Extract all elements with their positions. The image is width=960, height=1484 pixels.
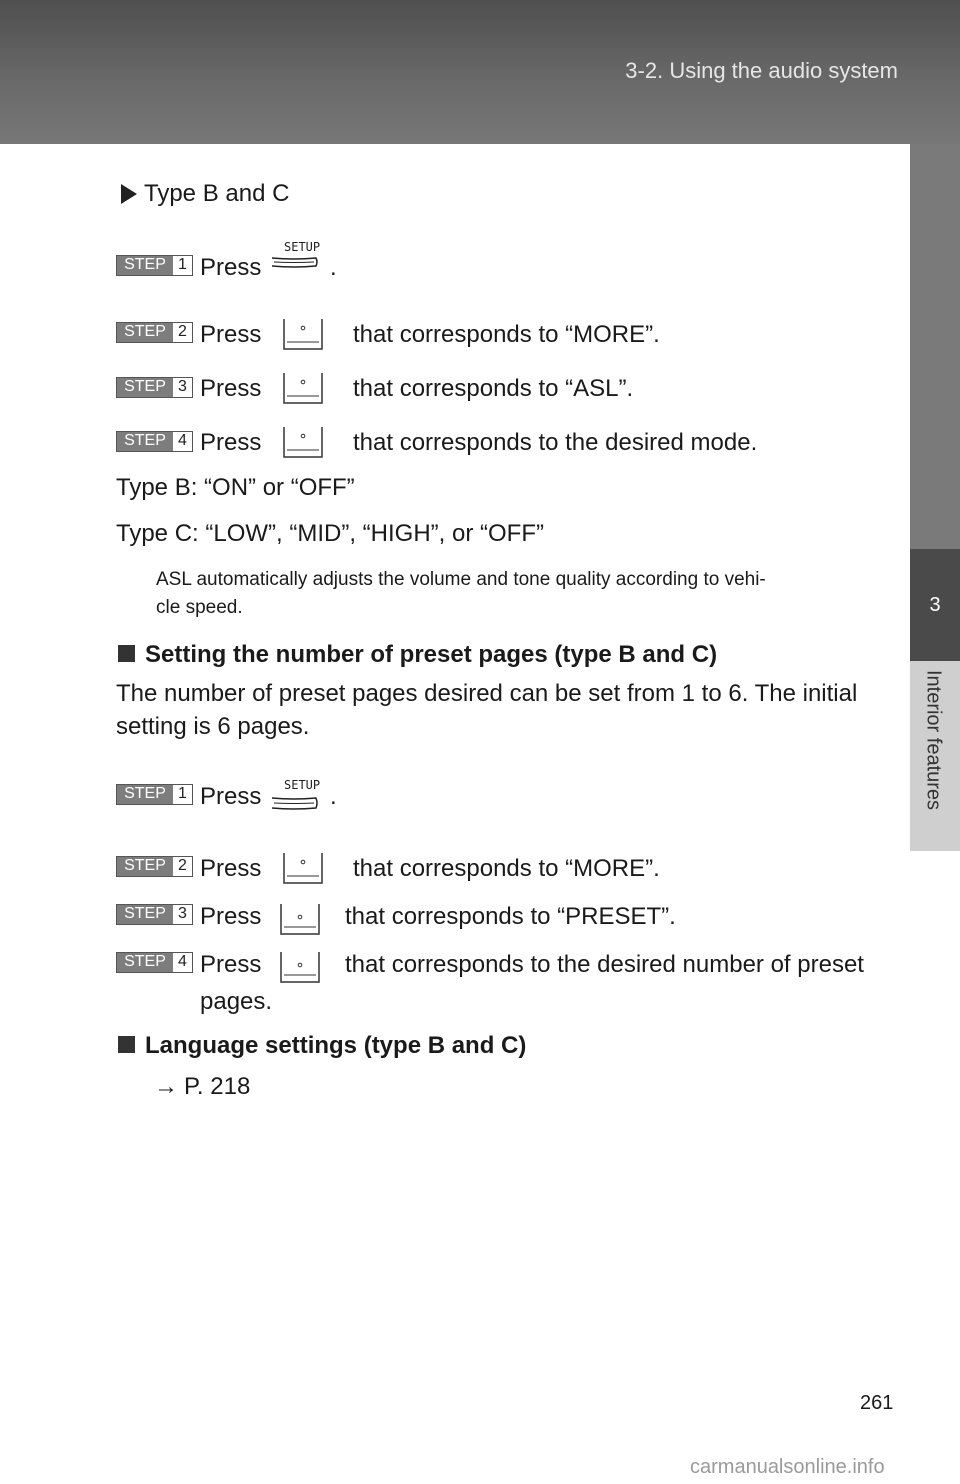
setup-button-label: SETUP (284, 240, 320, 254)
type-b-options: Type B: “ON” or “OFF” (116, 474, 355, 501)
step-text-end: . (330, 254, 337, 281)
preset-paragraph-line1: The number of preset pages desired can b… (116, 680, 858, 707)
step-text: Press (200, 254, 262, 281)
step-text: Press (200, 951, 262, 978)
type-c-options: Type C: “LOW”, “MID”, “HIGH”, or “OFF” (116, 520, 544, 547)
step-text-end: that corresponds to “PRESET”. (345, 903, 676, 930)
step-text: Press (200, 429, 262, 456)
setup-button-icon: SETUP (271, 778, 320, 810)
step-label: STEP (117, 785, 173, 804)
side-tab-label-area (910, 661, 960, 851)
step-text-end: that corresponds to the desired number o… (345, 951, 864, 978)
step-label: STEP (117, 432, 173, 451)
step-label: STEP (117, 256, 173, 275)
function-button-icon (280, 952, 320, 983)
step-number: 4 (173, 432, 192, 451)
page-header: 3-2. Using the audio system (0, 0, 960, 144)
step-label: STEP (117, 323, 173, 342)
step-label: STEP (117, 905, 173, 924)
step-number: 3 (173, 905, 192, 924)
function-button-icon (283, 373, 323, 404)
square-bullet-icon (118, 645, 135, 662)
function-button-icon (283, 319, 323, 350)
step-number: 4 (173, 953, 192, 972)
chapter-side-tab: 3 (910, 144, 960, 1484)
chapter-label: Interior features (922, 669, 945, 811)
function-button-icon (283, 853, 323, 884)
function-button-icon (280, 904, 320, 935)
step-number: 2 (173, 857, 192, 876)
step-text: Press (200, 783, 262, 810)
preset-paragraph-line2: setting is 6 pages. (116, 713, 310, 740)
asl-note-line1: ASL automatically adjusts the volume and… (156, 569, 766, 590)
header-title: 3-2. Using the audio system (625, 58, 898, 83)
step-text: Press (200, 903, 262, 930)
asl-note-line2: cle speed. (156, 597, 243, 618)
triangle-arrow-icon (121, 184, 137, 204)
step-label: STEP (117, 857, 173, 876)
step-text: Press (200, 321, 262, 348)
section-heading-type-b-c: Type B and C (144, 180, 290, 207)
chapter-number: 3 (910, 549, 960, 661)
step-text-end: that corresponds to the desired mode. (353, 429, 758, 456)
step-label: STEP (117, 378, 173, 397)
step-label: STEP (117, 953, 173, 972)
setup-button-icon: SETUP (271, 240, 320, 268)
section-heading-language: Language settings (type B and C) (145, 1032, 527, 1059)
step-number: 1 (173, 256, 192, 275)
square-bullet-icon (118, 1036, 135, 1053)
step-text-continuation: pages. (200, 988, 273, 1015)
step-text-end: that corresponds to “MORE”. (353, 855, 660, 882)
function-button-icon (283, 427, 323, 458)
setup-button-label: SETUP (284, 778, 320, 792)
step-text-end: that corresponds to “MORE”. (353, 321, 660, 348)
step-text-end: . (330, 783, 337, 810)
step-number: 3 (173, 378, 192, 397)
page-number: 261 (860, 1392, 894, 1414)
side-tab-top (910, 144, 960, 549)
section-heading-preset-pages: Setting the number of preset pages (type… (145, 641, 718, 668)
step-number: 1 (173, 785, 192, 804)
step-text: Press (200, 375, 262, 402)
step-number: 2 (173, 323, 192, 342)
page-reference-arrow: → (154, 1073, 178, 1100)
step-text: Press (200, 855, 262, 882)
watermark: carmanualsonline.info (690, 1456, 885, 1478)
step-text-end: that corresponds to “ASL”. (353, 375, 634, 402)
page-reference: P. 218 (184, 1073, 251, 1100)
